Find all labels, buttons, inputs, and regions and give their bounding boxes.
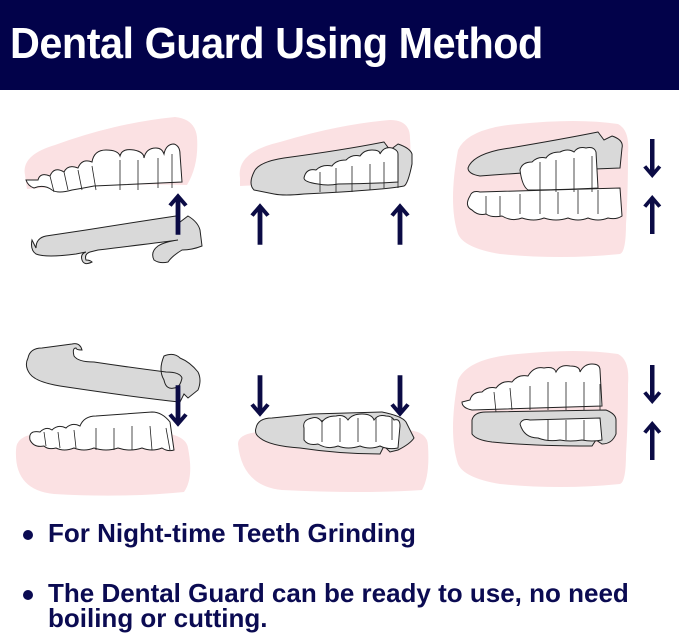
- step-1-panel: [0, 100, 230, 300]
- lower-teeth: [29, 411, 175, 452]
- arrow-up-icon: [250, 203, 270, 245]
- arrow-down-icon: [643, 365, 662, 404]
- arrow-down-icon: [390, 375, 410, 417]
- page-title: Dental Guard Using Method: [10, 19, 543, 68]
- step-5-panel: [230, 360, 450, 500]
- arrow-up-icon: [390, 203, 410, 245]
- step-6-panel: [440, 340, 679, 500]
- step-4-panel: [0, 330, 230, 500]
- bullet-icon: [23, 530, 33, 540]
- arrow-up-icon: [643, 421, 662, 460]
- upper-teeth: [25, 143, 183, 193]
- lower-teeth: [466, 187, 623, 221]
- feature-text: For Night-time Teeth Grinding: [48, 518, 416, 548]
- step-2-panel: [230, 100, 450, 280]
- title-banner: Dental Guard Using Method: [0, 0, 679, 90]
- arrow-down-icon: [250, 375, 270, 417]
- feature-text: The Dental Guard can be ready to use, no…: [48, 578, 629, 633]
- arrow-up-icon: [643, 195, 662, 234]
- arrow-down-icon: [643, 139, 662, 178]
- lower-teeth: [519, 417, 603, 442]
- dental-guard: [25, 343, 201, 403]
- step-3-panel: [440, 110, 679, 280]
- feature-item: The Dental Guard can be ready to use, no…: [22, 578, 679, 633]
- lower-teeth: [303, 413, 401, 450]
- feature-item: For Night-time Teeth Grinding: [22, 518, 416, 548]
- upper-teeth: [303, 147, 399, 186]
- upper-teeth: [461, 363, 603, 411]
- dental-guard: [31, 215, 203, 265]
- bullet-icon: [23, 590, 33, 600]
